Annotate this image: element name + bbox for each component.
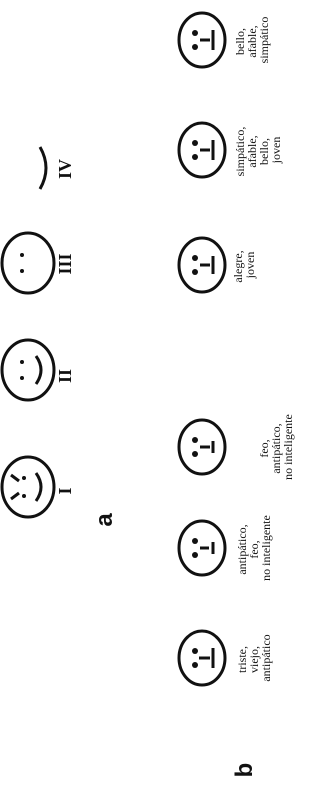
- label-line: bello,: [233, 28, 247, 55]
- face-outline: [177, 519, 227, 577]
- panel-a-numeral-3: III: [55, 253, 75, 274]
- label-line: joven: [269, 137, 283, 165]
- panel-b-label-2: antipático, feo, no inteligente: [235, 515, 273, 581]
- label-line: antipático: [259, 634, 273, 681]
- panel-b-face-3: [177, 418, 227, 476]
- eye-right: [192, 451, 198, 457]
- eye-right: [192, 44, 198, 50]
- panel-b-label-3: feo, antipático, no inteligente: [257, 414, 295, 480]
- eye-left: [20, 253, 24, 257]
- svg-text:feo, antipático,: feo, antipático, no inteligente: [257, 414, 295, 480]
- eye-right: [192, 552, 198, 558]
- svg-text:simpático, afable,: simpático, afable, bello, joven: [233, 124, 283, 177]
- panel-a-letter: a: [91, 513, 118, 527]
- svg-text:triste, viejo,: triste, viejo, antipático: [235, 634, 273, 681]
- panel-a-face-1: [0, 455, 56, 519]
- label-line: afable,: [245, 25, 259, 57]
- panel-a-numeral-4: IV: [55, 159, 75, 179]
- eye-right: [192, 662, 198, 668]
- panel-b-label-4: alegre, joven: [231, 247, 257, 282]
- mouth-smile: [34, 472, 43, 502]
- label-line: no inteligente: [259, 515, 273, 581]
- svg-text:bello, afable,: bello, afable, simpático: [233, 17, 271, 64]
- slanted-brow-right: [10, 491, 20, 501]
- panel-b-label-1: triste, viejo, antipático: [235, 634, 273, 681]
- eye-left: [192, 140, 198, 146]
- eye-left: [192, 255, 198, 261]
- face-outline: [0, 231, 56, 295]
- eye-right: [20, 269, 24, 273]
- label-line: simpático,: [233, 127, 247, 177]
- panel-a-numeral-1: I: [55, 487, 75, 494]
- label-line: antipático,: [235, 524, 249, 574]
- face-outline: [0, 338, 56, 402]
- panel-a-face-2: [0, 338, 56, 402]
- mouth-smile: [34, 355, 43, 385]
- panel-a-face-3: [0, 231, 56, 295]
- eye-left: [20, 360, 24, 364]
- label-line: feo,: [247, 540, 261, 558]
- label-line: alegre,: [231, 250, 245, 282]
- face-outline: [177, 418, 227, 476]
- mouth-smile: [38, 146, 48, 190]
- face-outline: [177, 11, 227, 69]
- label-line: joven: [243, 252, 257, 280]
- panel-b-face-4: [177, 236, 227, 294]
- panel-b-face-1: [177, 629, 227, 687]
- label-line: viejo,: [247, 646, 261, 673]
- label-line: afable,: [245, 135, 259, 167]
- label-line: triste,: [235, 646, 249, 673]
- panel-a-numeral-2: II: [55, 369, 75, 383]
- label-line: bello,: [257, 138, 271, 165]
- panel-b-letter: b: [231, 763, 258, 778]
- eye-left: [192, 30, 198, 36]
- label-line: simpático: [257, 17, 271, 64]
- svg-text:alegre, joven: alegre, joven: [231, 247, 257, 282]
- eye-right: [20, 376, 24, 380]
- eye-left: [192, 437, 198, 443]
- panel-b-face-5: [177, 121, 227, 179]
- panel-a-face-4: [38, 146, 48, 190]
- slanted-brow-left: [10, 473, 20, 483]
- panel-b-label-6: bello, afable, simpático: [233, 17, 271, 64]
- face-outline: [177, 121, 227, 179]
- label-line: no inteligente: [281, 414, 295, 480]
- eye-left: [22, 476, 26, 480]
- label-line: feo,: [257, 439, 271, 457]
- panel-b-face-2: [177, 519, 227, 577]
- eye-left: [192, 648, 198, 654]
- eye-right: [22, 494, 26, 498]
- svg-text:antipático, feo,: antipático, feo, no inteligente: [235, 515, 273, 581]
- eye-right: [192, 154, 198, 160]
- face-outline: [0, 455, 56, 519]
- face-outline: [177, 236, 227, 294]
- panel-b-face-6: [177, 11, 227, 69]
- panel-b: b triste, viejo, antipático an: [177, 11, 295, 778]
- eye-right: [192, 269, 198, 275]
- eye-left: [192, 538, 198, 544]
- label-line: antipático,: [269, 423, 283, 473]
- face-outline: [177, 629, 227, 687]
- panel-a: a I II III IV: [0, 146, 118, 527]
- panel-b-label-5: simpático, afable, bello, joven: [233, 124, 283, 177]
